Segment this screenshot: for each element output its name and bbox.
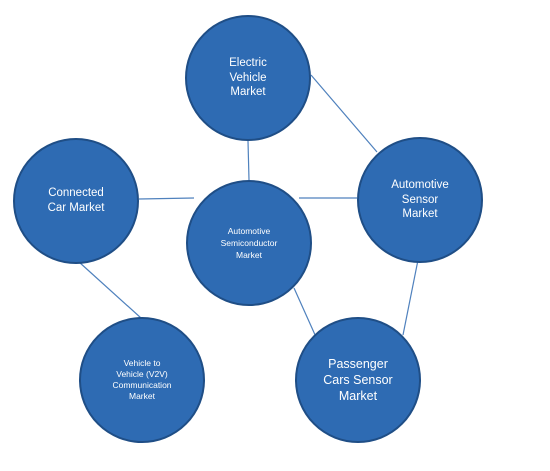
- node-label: Vehicle to Vehicle (V2V) Communication M…: [112, 357, 172, 402]
- node-connected-car-market: Connected Car Market: [13, 138, 139, 264]
- edge-ccm-v2v: [78, 261, 142, 319]
- node-label: Electric Vehicle Market: [229, 56, 267, 99]
- node-label: Passenger Cars Sensor Market: [323, 356, 393, 404]
- node-passenger-cars-sensor-market: Passenger Cars Sensor Market: [295, 317, 421, 443]
- edge-ev-semi: [247, 140, 250, 181]
- edge-as-pcs: [402, 259, 419, 336]
- node-label: Connected Car Market: [47, 187, 105, 214]
- node-electric-vehicle-market: Electric Vehicle Market: [185, 15, 311, 141]
- edge-ccm-semi: [138, 197, 195, 200]
- node-automotive-sensor-market: Automotive Sensor Market: [357, 137, 483, 263]
- node-label: Automotive Sensor Market: [391, 178, 449, 221]
- node-label: Automotive Semiconductor Market: [220, 225, 278, 261]
- node-v2v-communication-market: Vehicle to Vehicle (V2V) Communication M…: [79, 317, 205, 443]
- node-automotive-semiconductor-market: Automotive Semiconductor Market: [186, 180, 312, 306]
- edge-semi-pcs: [293, 287, 317, 338]
- edge-ev-as: [310, 74, 378, 153]
